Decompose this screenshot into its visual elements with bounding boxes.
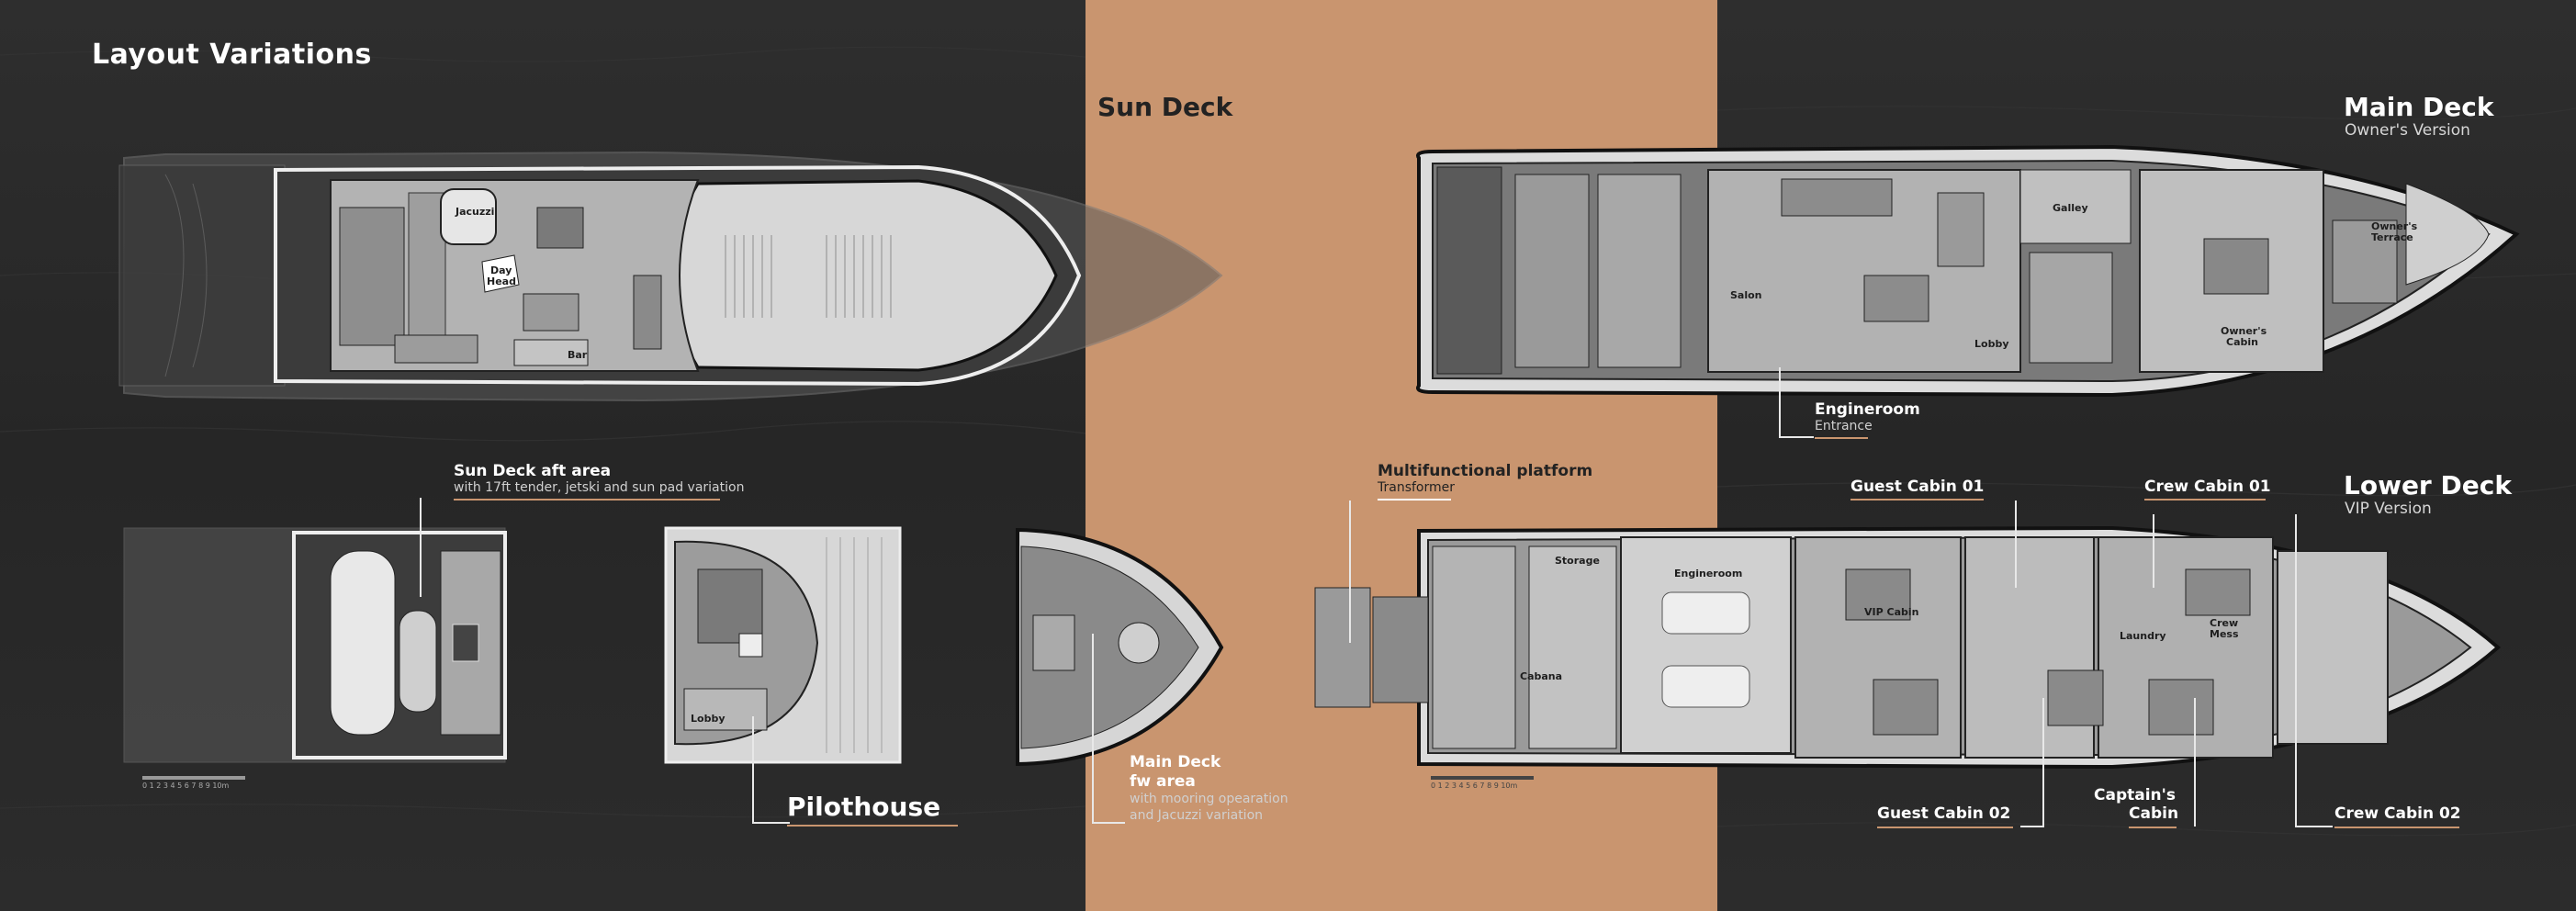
room-owners-terrace-1: Owner's <box>2371 220 2418 232</box>
scale-bar-right: 0 1 2 3 4 5 6 7 8 9 10m <box>1431 776 1534 790</box>
room-pilothouse-lobby: Lobby <box>691 713 726 725</box>
room-galley: Galley <box>2053 202 2088 214</box>
callout-guest2-underline <box>1877 827 2013 828</box>
room-day-head-2: Head <box>487 276 516 287</box>
main-deck-title: Main Deck <box>2344 92 2494 122</box>
room-lobby: Lobby <box>1974 338 2009 350</box>
callout-multi-title: Multifunctional platform <box>1378 462 1593 480</box>
callout-guest1-title: Guest Cabin 01 <box>1850 478 1985 496</box>
callout-guest1-underline <box>1850 499 1984 500</box>
sun-deck-title: Sun Deck <box>1097 92 1233 122</box>
room-day-head-1: Day <box>490 264 512 276</box>
scale-bar-left: 0 1 2 3 4 5 6 7 8 9 10m <box>142 776 245 790</box>
main-deck-subtitle: Owner's Version <box>2345 121 2470 140</box>
lower-deck-title: Lower Deck <box>2344 470 2512 500</box>
callout-crew1-underline <box>2144 499 2266 500</box>
room-salon: Salon <box>1730 289 1762 301</box>
leader-lines <box>420 367 2333 827</box>
sun-deck-plan: Jacuzzi Day Head Bar <box>118 151 1223 402</box>
room-crew-mess-1: Crew <box>2210 617 2238 629</box>
callout-main-fw-desc-1: with mooring opearation <box>1130 792 1288 806</box>
callout-main-fw-title-2: fw area <box>1130 772 1196 791</box>
room-bar: Bar <box>568 349 588 361</box>
room-engineroom: Engineroom <box>1674 568 1742 579</box>
sun-aft-variant <box>123 527 507 763</box>
pilothouse-title: Pilothouse <box>787 792 941 822</box>
callout-guest2-title: Guest Cabin 02 <box>1877 804 2011 823</box>
room-crew-mess-2: Mess <box>2210 628 2239 640</box>
callout-main-fw-underline <box>1130 827 1254 828</box>
callout-crew2-title: Crew Cabin 02 <box>2334 804 2461 823</box>
callout-captain-underline <box>2129 827 2177 828</box>
callout-multi-desc: Transformer <box>1378 480 1456 495</box>
page-title: Layout Variations <box>92 39 372 71</box>
lower-deck-plan: Storage Engineroom Cabana VIP Cabin Laun… <box>1314 525 2502 770</box>
room-owners-cabin-2: Cabin <box>2226 336 2258 348</box>
pilothouse-underline <box>787 825 958 827</box>
room-vip-cabin: VIP Cabin <box>1864 606 1918 618</box>
room-jacuzzi: Jacuzzi <box>455 206 494 218</box>
room-owners-terrace-2: Terrace <box>2371 231 2413 243</box>
scale-label-right: 0 1 2 3 4 5 6 7 8 9 10m <box>1431 782 1518 790</box>
callout-crew1-title: Crew Cabin 01 <box>2144 478 2271 496</box>
callout-main-fw-desc-2: and Jacuzzi variation <box>1130 808 1264 823</box>
callout-sun-aft-title: Sun Deck aft area <box>454 462 612 480</box>
callout-engine-desc: Entrance <box>1815 419 1873 433</box>
main-deck-plan: Galley Salon Lobby Owner's Cabin Owner's… <box>1416 144 2520 398</box>
scale-label-left: 0 1 2 3 4 5 6 7 8 9 10m <box>142 782 230 790</box>
callout-main-fw-title-1: Main Deck <box>1130 753 1221 771</box>
callout-engine-underline <box>1815 437 1868 439</box>
callout-sun-aft-underline <box>454 499 720 500</box>
callout-sun-aft-desc: with 17ft tender, jetski and sun pad var… <box>454 480 745 495</box>
room-cabana: Cabana <box>1520 670 1562 682</box>
callout-multi-underline <box>1378 499 1451 500</box>
lower-deck-subtitle: VIP Version <box>2345 500 2432 518</box>
room-storage: Storage <box>1555 555 1600 567</box>
pilothouse-plan: Lobby <box>664 526 902 764</box>
callout-captain-title-2: Cabin <box>2129 804 2179 823</box>
room-owners-cabin-1: Owner's <box>2221 325 2267 337</box>
room-laundry: Laundry <box>2120 630 2166 642</box>
callout-engine-title: Engineroom <box>1815 400 1920 419</box>
main-fw-plan <box>1016 527 1224 767</box>
callout-captain-title-1: Captain's <box>2094 786 2176 804</box>
callout-crew2-underline <box>2334 827 2459 828</box>
